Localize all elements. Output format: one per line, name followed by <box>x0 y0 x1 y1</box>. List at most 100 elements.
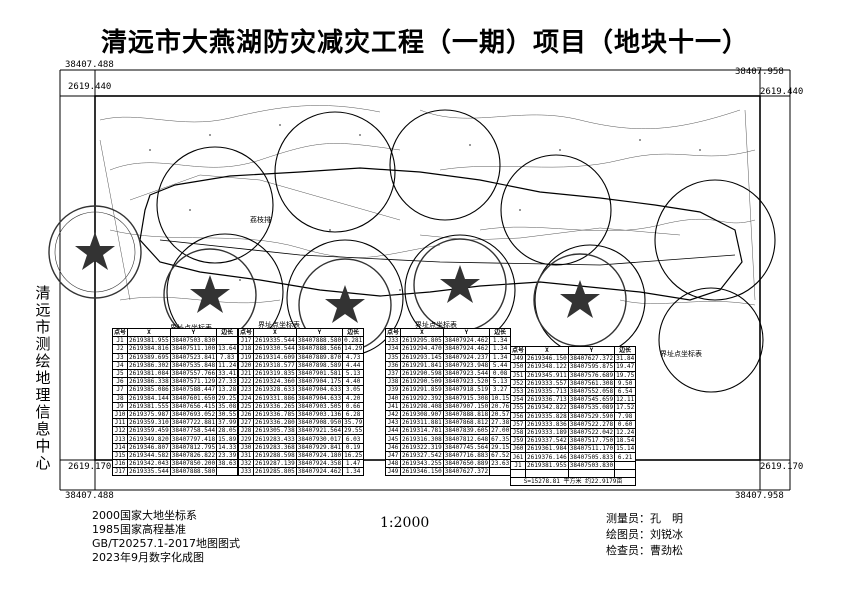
table-cell: 0.60 <box>614 419 637 429</box>
table-cell: J50 <box>509 362 527 372</box>
table-cell: 2619328.633 <box>253 385 297 395</box>
table-cell: 38407924.462 <box>442 336 491 346</box>
col-header: Y <box>295 327 344 338</box>
table-cell: J6 <box>111 377 129 387</box>
table-cell: 38407561.308 <box>567 378 616 388</box>
side-char: 信 <box>35 403 51 421</box>
table-cell: J44 <box>384 426 402 436</box>
table-cell: 38407716.883 <box>442 450 491 461</box>
side-char: 绘 <box>35 352 51 370</box>
table-cell: 2619381.084 <box>127 368 171 379</box>
table-cell: J17 <box>237 336 255 346</box>
table-cell: J31 <box>237 450 255 461</box>
table-cell: 15.14 <box>614 444 637 454</box>
table-cell: 12.24 <box>614 427 637 438</box>
table-cell: 38407722.881 <box>169 418 218 428</box>
map-label: 荔枝排 <box>250 215 271 224</box>
table-cell: 2619375.987 <box>127 409 171 420</box>
footer-line: 2000国家大地坐标系 <box>92 509 197 522</box>
table-cell: J38 <box>384 377 402 387</box>
table-cell: J61 <box>509 452 527 462</box>
col-header: Y <box>442 327 491 338</box>
table-cell: J25 <box>237 401 255 411</box>
col-header: Y <box>567 345 616 356</box>
staff-line: 测量员：孔 明 <box>606 512 683 525</box>
table-cell: 14.29 <box>342 344 365 354</box>
table-cell: 38407505.833 <box>567 452 616 462</box>
table-cell: J37 <box>384 368 402 379</box>
table-cell: 5.13 <box>342 368 365 379</box>
table-cell: 2619346.150 <box>400 467 444 477</box>
table-cell: 2619381.555 <box>127 401 171 411</box>
side-char: 测 <box>35 335 51 353</box>
col-header: X <box>400 327 444 338</box>
col-header: Y <box>169 327 218 338</box>
table-cell: 1.34 <box>489 352 512 362</box>
table-cell: 38407627.372 <box>442 467 491 477</box>
table-cell: J49 <box>384 467 402 477</box>
table-cell: J20 <box>237 360 255 370</box>
table-cell: 38407921.564 <box>295 426 344 436</box>
table-cell: 23.63 <box>489 458 512 469</box>
table-cell <box>525 468 569 479</box>
table-cell: J46 <box>384 442 402 452</box>
table-cell: 38407812.795 <box>169 442 218 452</box>
table-cell: J33 <box>237 467 255 477</box>
table-cell: J23 <box>237 385 255 395</box>
table-cell: J17 <box>111 467 129 477</box>
table-cell: 29.25 <box>216 393 239 403</box>
table-cell: 2619386.302 <box>127 360 171 370</box>
table-cell: 35.08 <box>216 401 239 411</box>
side-char: 远 <box>35 301 51 319</box>
table-cell: 6.28 <box>342 409 365 420</box>
table-cell: J54 <box>509 395 527 405</box>
table-cell: 38407903.505 <box>295 401 344 411</box>
col-header: 点号 <box>509 345 527 356</box>
table-cell: 38407904.633 <box>295 393 344 403</box>
table-cell: J2 <box>111 344 129 354</box>
table-cell: 38407924.237 <box>442 352 491 362</box>
table-cell: J14 <box>111 442 129 452</box>
table-cell: J3 <box>111 352 129 362</box>
table-cell: 2619336.713 <box>525 395 569 405</box>
table-cell: 2619288.598 <box>253 450 297 461</box>
table-cell: J10 <box>111 409 129 420</box>
table-cell: 2619314.781 <box>400 426 444 436</box>
table-cell: 20.76 <box>489 401 512 411</box>
stamp-stars <box>75 232 600 323</box>
coord-x-bottom-left: 38407.488 <box>65 491 114 501</box>
table-cell: 38407923.520 <box>442 377 491 387</box>
table-cell: J52 <box>509 378 527 388</box>
table-cell: 38407812.648 <box>442 434 491 444</box>
table-cell: 2619342.043 <box>127 458 171 469</box>
table-cell: 2619327.542 <box>400 450 444 461</box>
table-cell: J49 <box>509 354 527 364</box>
table-cell: J41 <box>384 401 402 411</box>
table-cell: 2619324.360 <box>253 377 297 387</box>
table-cell: 10.15 <box>489 393 512 403</box>
coord-y-bottom-right: 2619.170 <box>760 462 804 472</box>
table-cell: 20.57 <box>489 409 512 420</box>
col-header: 点号 <box>111 327 129 338</box>
